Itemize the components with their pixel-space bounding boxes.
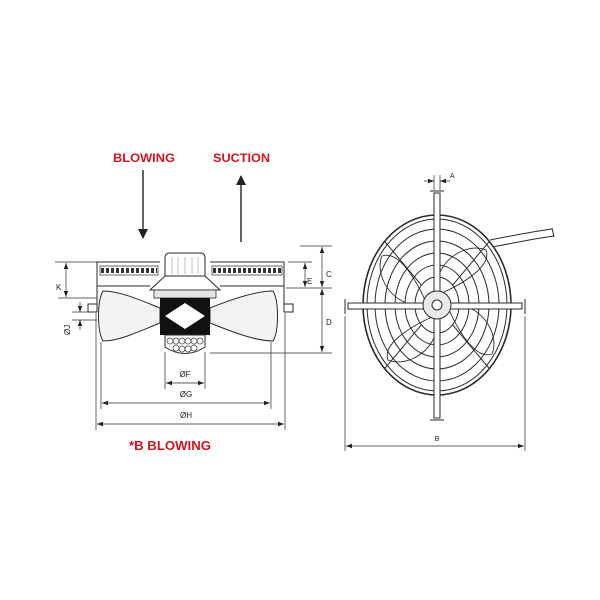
mounting-ear-right — [283, 303, 294, 313]
dimension-label-k: K — [56, 283, 62, 292]
grille-band-right — [211, 265, 283, 276]
dimension-b: B — [344, 316, 526, 451]
cable-wire — [489, 228, 553, 241]
dimension-label-h: ØH — [180, 411, 192, 420]
dimension-label-e: E — [307, 277, 312, 286]
dimension-label-d: D — [326, 318, 332, 327]
motor-shoulder — [148, 275, 222, 291]
dimension-j: ØJ — [63, 302, 97, 335]
cable-wire — [492, 235, 555, 248]
front-view: A B — [344, 173, 555, 451]
blowing-label: BLOWING — [113, 151, 175, 165]
dimension-a: A — [424, 173, 455, 190]
fin — [190, 344, 198, 352]
dimension-label-b: B — [435, 436, 440, 443]
fin — [196, 337, 204, 345]
spoke — [384, 241, 422, 286]
dimension-f: ØF — [164, 352, 206, 389]
front-blade — [386, 316, 439, 363]
dimension-label-g: ØG — [180, 390, 192, 399]
cable-end — [551, 227, 555, 238]
front-blade — [435, 247, 488, 294]
grille-spokes — [384, 241, 490, 369]
grille-band-left — [99, 265, 159, 276]
motor-cap-grooves — [171, 257, 199, 274]
motor-neck — [153, 289, 217, 299]
front-hub-center — [431, 299, 443, 311]
mounting-ear-left — [87, 303, 98, 313]
blade-left — [98, 290, 161, 342]
suction-label: SUCTION — [213, 151, 270, 165]
dimension-label-c: C — [326, 270, 332, 279]
fan-shroud — [87, 261, 294, 313]
hub-diamond — [165, 303, 205, 329]
dimension-g: ØG — [100, 342, 272, 409]
blowing-note: *B BLOWING — [129, 438, 211, 453]
power-cable — [489, 227, 555, 248]
dimension-label-f: ØF — [179, 370, 190, 379]
dimension-h: ØH — [95, 313, 286, 430]
side-view: BLOWING SUCTION — [55, 151, 332, 453]
spoke — [384, 324, 422, 369]
motor-bottom — [164, 334, 206, 354]
spoke — [452, 241, 490, 286]
blade-right — [209, 290, 278, 342]
spoke — [452, 324, 490, 369]
motor-bottom-fins — [166, 337, 204, 353]
dimension-k: K — [55, 261, 97, 299]
dimension-label-j: ØJ — [63, 325, 72, 335]
motor — [148, 252, 222, 354]
dimension-label-a: A — [450, 173, 455, 180]
